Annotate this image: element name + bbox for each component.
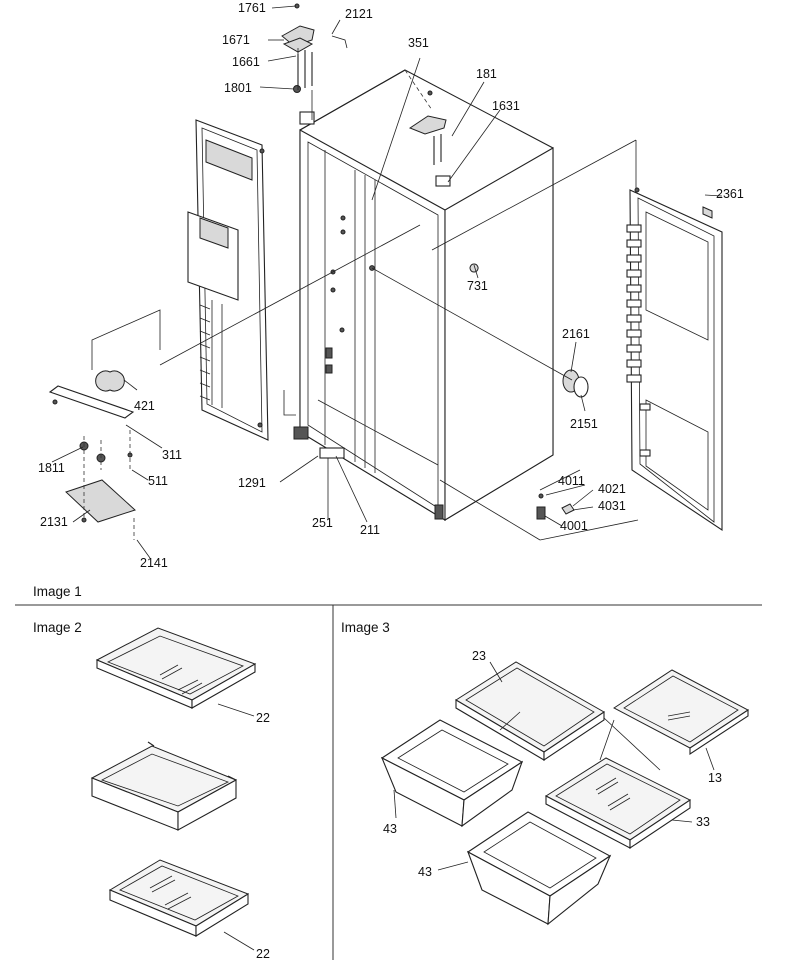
label-22-top: 22 bbox=[256, 711, 270, 725]
label-511: 511 bbox=[148, 474, 168, 488]
fresh-food-door bbox=[626, 187, 723, 532]
left-bottom-hinge-parts bbox=[48, 370, 136, 540]
label-731: 731 bbox=[467, 279, 488, 293]
label-351: 351 bbox=[408, 36, 429, 50]
leader-43-left bbox=[393, 789, 397, 819]
label-4031: 4031 bbox=[598, 499, 626, 513]
leader-23 bbox=[489, 661, 503, 683]
image2-caption: Image 2 bbox=[33, 620, 82, 635]
label-2131: 2131 bbox=[40, 515, 68, 529]
label-2121: 2121 bbox=[345, 7, 373, 21]
label-1801: 1801 bbox=[224, 81, 252, 95]
freezer-door bbox=[187, 119, 269, 441]
label-23: 23 bbox=[472, 649, 486, 663]
leader-22-bottom bbox=[223, 931, 255, 951]
crisper-cover-middle bbox=[545, 757, 691, 850]
label-1631: 1631 bbox=[492, 99, 520, 113]
label-1291: 1291 bbox=[238, 476, 266, 490]
label-4021: 4021 bbox=[598, 482, 626, 496]
right-bottom-hinge-parts bbox=[293, 426, 575, 520]
label-211: 211 bbox=[360, 523, 380, 537]
left-top-hinge bbox=[281, 3, 348, 125]
image3-assembly-lines bbox=[499, 711, 661, 771]
leader-33 bbox=[671, 819, 693, 823]
label-181: 181 bbox=[476, 67, 497, 81]
assembly-lines bbox=[91, 48, 639, 541]
label-251: 251 bbox=[312, 516, 333, 530]
crisper-drawer-left bbox=[380, 719, 524, 828]
label-22-bottom: 22 bbox=[256, 947, 270, 961]
leader-lines bbox=[51, 5, 723, 559]
label-311: 311 bbox=[162, 448, 182, 462]
label-4001: 4001 bbox=[560, 519, 588, 533]
leader-43-bottom bbox=[437, 861, 469, 871]
glass-shelf-top bbox=[95, 627, 257, 709]
slide-shelf-middle bbox=[90, 741, 238, 831]
label-421: 421 bbox=[134, 399, 155, 413]
glass-shelf-right bbox=[613, 669, 749, 756]
label-1671: 1671 bbox=[222, 33, 250, 47]
image1-part-labels: 1761 2121 1671 1661 351 181 1801 1631 23… bbox=[38, 1, 744, 570]
label-1661: 1661 bbox=[232, 55, 260, 69]
crisper-drawer-bottom bbox=[466, 811, 612, 926]
cabinet-body bbox=[294, 69, 554, 521]
label-2141: 2141 bbox=[140, 556, 168, 570]
image3-caption: Image 3 bbox=[341, 620, 390, 635]
fresh-food-door-bins bbox=[626, 224, 642, 383]
label-4011: 4011 bbox=[558, 474, 585, 488]
image1-caption: Image 1 bbox=[33, 584, 82, 599]
image1-panel: 1761 2121 1671 1661 351 181 1801 1631 23… bbox=[33, 1, 744, 599]
right-top-hinge bbox=[408, 90, 451, 187]
label-43-left: 43 bbox=[383, 822, 397, 836]
label-43-bottom: 43 bbox=[418, 865, 432, 879]
leader-13 bbox=[705, 747, 715, 771]
label-2151: 2151 bbox=[570, 417, 598, 431]
leader-22-top bbox=[217, 703, 255, 717]
label-2161: 2161 bbox=[562, 327, 590, 341]
image2-panel: Image 2 bbox=[33, 620, 270, 961]
label-33: 33 bbox=[696, 815, 710, 829]
glass-shelf-bottom bbox=[108, 859, 250, 937]
label-13: 13 bbox=[708, 771, 722, 785]
freezer-door-ribs bbox=[199, 304, 211, 401]
panel-dividers bbox=[15, 604, 762, 960]
image3-panel: Image 3 bbox=[341, 620, 749, 926]
label-2361: 2361 bbox=[716, 187, 744, 201]
label-1761: 1761 bbox=[238, 1, 266, 15]
label-1811: 1811 bbox=[38, 461, 65, 475]
